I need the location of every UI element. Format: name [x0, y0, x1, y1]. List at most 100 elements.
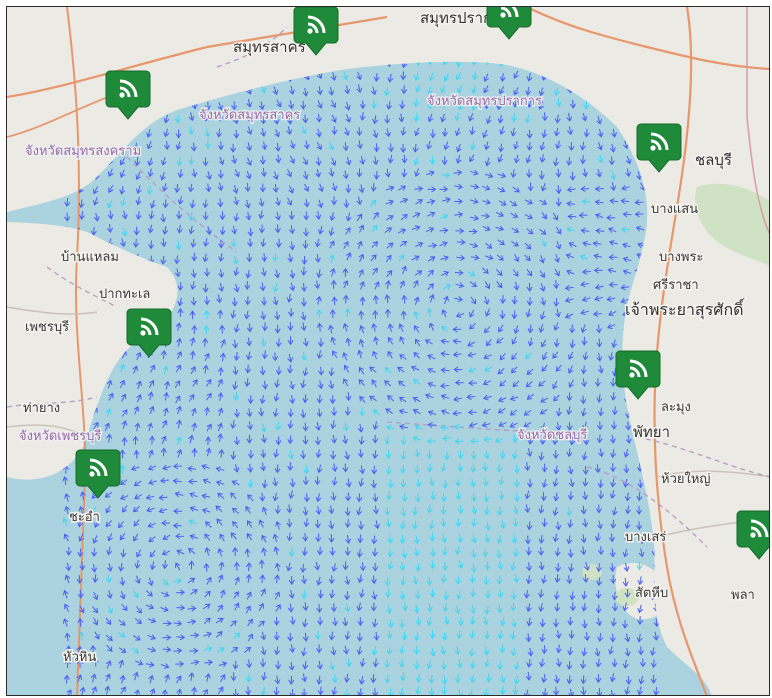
current-arrow [412, 520, 418, 530]
current-arrow [78, 199, 85, 209]
current-arrow [595, 504, 602, 514]
current-arrow [610, 377, 617, 387]
current-arrow [205, 447, 212, 457]
current-arrow [555, 185, 562, 195]
current-arrow [399, 100, 406, 110]
current-arrow [231, 225, 238, 235]
current-arrow [176, 436, 182, 445]
current-arrow [121, 409, 128, 417]
current-arrow [552, 351, 559, 359]
marker-samut-sakhon[interactable] [293, 7, 339, 56]
current-arrow [483, 353, 492, 360]
current-arrow [443, 141, 450, 151]
current-arrow [497, 114, 504, 124]
current-arrow [566, 535, 573, 545]
current-arrow [440, 350, 450, 357]
current-arrow [230, 309, 237, 319]
current-arrow [609, 673, 616, 683]
current-arrow [454, 211, 464, 218]
current-arrow [260, 337, 267, 347]
current-arrow [245, 673, 252, 683]
current-arrow [374, 281, 380, 290]
current-arrow [413, 547, 420, 557]
current-arrow [356, 632, 363, 642]
current-arrow [524, 242, 532, 250]
current-arrow [469, 154, 475, 163]
current-arrow [216, 294, 223, 304]
current-arrow [426, 450, 433, 460]
current-arrow [289, 644, 296, 654]
current-arrow [63, 603, 70, 612]
current-arrow [91, 563, 98, 573]
current-arrow [289, 380, 295, 390]
current-arrow [650, 647, 656, 656]
current-arrow [204, 646, 213, 652]
current-arrow [387, 154, 394, 164]
current-arrow [358, 477, 365, 487]
current-arrow [443, 591, 450, 601]
current-arrow [527, 436, 534, 445]
current-arrow [625, 421, 632, 431]
current-arrow [246, 323, 253, 333]
current-arrow [162, 534, 171, 540]
marker-samut-prakan[interactable] [486, 7, 532, 40]
current-arrow [105, 505, 111, 514]
current-arrow [513, 493, 520, 502]
current-arrow [149, 435, 156, 445]
current-arrow [467, 270, 476, 277]
current-arrow [371, 646, 378, 656]
current-arrow [552, 436, 559, 446]
current-arrow [317, 225, 324, 235]
marker-bang-saen[interactable] [636, 123, 682, 173]
current-arrow [428, 477, 435, 487]
current-arrow [370, 254, 377, 262]
current-arrow [370, 602, 377, 612]
label-phla: พลา [731, 588, 755, 603]
current-arrow [204, 672, 211, 682]
current-arrow [372, 434, 379, 444]
current-arrow [260, 588, 266, 597]
current-arrow [66, 689, 72, 695]
current-arrow [608, 352, 615, 361]
current-arrow [358, 224, 365, 233]
marker-samut-songkhram[interactable] [105, 70, 151, 120]
current-arrow [189, 350, 196, 360]
current-arrow [637, 576, 644, 586]
current-arrow [245, 211, 252, 221]
current-arrow [215, 631, 223, 638]
current-arrow [331, 182, 338, 192]
current-arrow [175, 395, 181, 404]
current-arrow [246, 126, 253, 135]
current-arrow [595, 213, 604, 219]
marker-phetchaburi[interactable] [126, 308, 172, 358]
current-arrow [401, 493, 408, 503]
current-arrow [424, 393, 434, 399]
current-arrow [303, 518, 310, 528]
current-arrow [106, 546, 113, 556]
current-arrow [384, 674, 391, 684]
current-arrow [386, 269, 393, 278]
current-arrow [372, 450, 379, 459]
current-arrow [510, 212, 519, 218]
current-arrow [175, 660, 185, 668]
current-arrow [92, 421, 99, 430]
current-arrow [415, 478, 422, 488]
current-arrow [343, 241, 349, 249]
map-canvas[interactable]: สมุทรสาคร สมุทรปราการ จังหวัดสมุทรสาคร จ… [7, 7, 770, 696]
current-arrow [372, 267, 378, 275]
current-arrow [569, 324, 576, 334]
current-arrow [358, 379, 365, 387]
current-arrow [541, 238, 547, 248]
current-arrow [357, 688, 364, 695]
current-arrow [358, 184, 365, 194]
marker-sattahip[interactable] [736, 510, 770, 560]
map-viewport[interactable]: สมุทรสาคร สมุทรปราการ จังหวัดสมุทรสาคร จ… [6, 6, 770, 696]
current-arrow [64, 658, 71, 668]
current-arrow [399, 645, 406, 655]
label-pattaya: พัทยา [633, 423, 670, 441]
current-arrow [384, 227, 392, 234]
marker-pattaya[interactable] [615, 350, 661, 400]
current-arrow [105, 408, 112, 417]
marker-cha-am[interactable] [75, 449, 121, 499]
current-arrow [133, 480, 142, 487]
